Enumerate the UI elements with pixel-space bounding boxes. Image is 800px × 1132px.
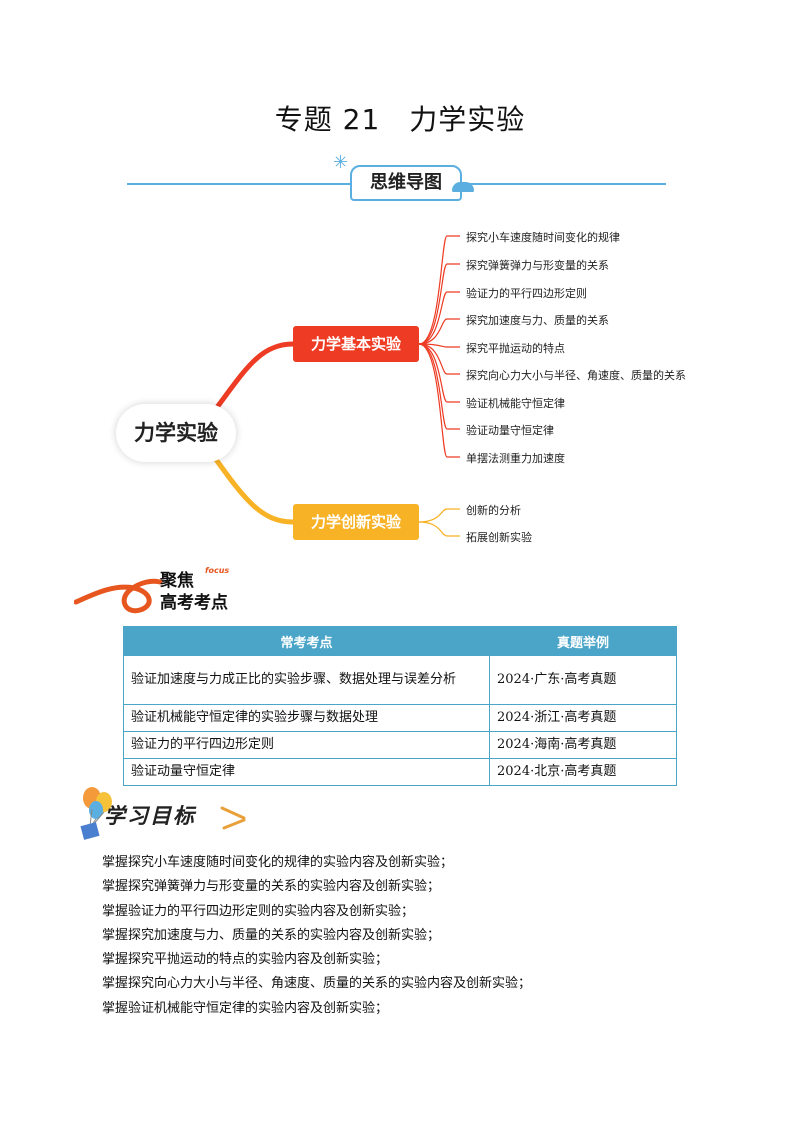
header-line-right (456, 183, 666, 185)
mindmap-root: 力学实验 (116, 404, 236, 462)
mindmap-connectors (212, 235, 460, 537)
mindmap-leaf: 验证力的平行四边形定则 (466, 287, 587, 300)
mindmap-leaf: 创新的分析 (466, 504, 521, 517)
focus-title-line2: 高考考点 (160, 593, 228, 613)
sparkle-icon: ✳ (333, 152, 349, 173)
table-row: 验证加速度与力成正比的实验步骤、数据处理与误差分析 2024·广东·高考真题 (123, 655, 677, 705)
leaf-connector (418, 343, 460, 430)
leaf-connector (418, 235, 460, 345)
list-item: 掌握探究小车速度随时间变化的规律的实验内容及创新实验； (102, 855, 454, 870)
root-to-yellow-connector (212, 455, 296, 525)
branch-innovative-experiments: 力学创新实验 (293, 504, 419, 540)
leaf-connector (418, 343, 460, 348)
list-item: 掌握探究弹簧弹力与形变量的关系的实验内容及创新实验； (102, 879, 441, 895)
balloons-icon (80, 787, 112, 840)
table-cell-topic: 验证动量守恒定律 (123, 758, 490, 786)
leaf-connector (418, 343, 460, 458)
focus-swirl-icon (74, 578, 163, 614)
mindmap-leaf: 探究加速度与力、质量的关系 (466, 314, 609, 327)
mindmap-leaf: 探究向心力大小与半径、角速度、质量的关系 (466, 369, 686, 382)
leaf-connector (418, 318, 460, 345)
list-item: 掌握探究加速度与力、质量的关系的实验内容及创新实验； (102, 927, 441, 943)
table-cell-topic: 验证加速度与力成正比的实验步骤、数据处理与误差分析 (123, 655, 490, 705)
mindmap-leaf: 验证动量守恒定律 (466, 424, 554, 437)
branch-basic-experiments: 力学基本实验 (293, 326, 419, 362)
table-row: 验证机械能守恒定律的实验步骤与数据处理 2024·浙江·高考真题 (123, 704, 677, 732)
exam-points-table: 常考考点 真题举例 验证加速度与力成正比的实验步骤、数据处理与误差分析 2024… (123, 626, 677, 786)
table-header-topic: 常考考点 (123, 626, 490, 656)
table-header-example: 真题举例 (489, 626, 677, 656)
root-to-red-connector (212, 341, 296, 413)
table-header-row: 常考考点 真题举例 (123, 626, 677, 656)
mindmap-leaf: 验证机械能守恒定律 (466, 397, 565, 410)
mindmap-header: 思维导图 (350, 165, 462, 201)
study-goals-list: 掌握探究小车速度随时间变化的规律的实验内容及创新实验； 掌握探究弹簧弹力与形变量… (102, 851, 531, 1021)
table-cell-example: 2024·北京·高考真题 (489, 758, 677, 786)
leaf-connector (418, 343, 460, 375)
table-cell-example: 2024·海南·高考真题 (489, 731, 677, 759)
table-cell-topic: 验证力的平行四边形定则 (123, 731, 490, 759)
table-cell-topic: 验证机械能守恒定律的实验步骤与数据处理 (123, 704, 490, 732)
table-cell-example: 2024·浙江·高考真题 (489, 704, 677, 732)
table-row: 验证力的平行四边形定则 2024·海南·高考真题 (123, 731, 677, 759)
focus-en-label: focus (205, 566, 230, 575)
list-item: 掌握探究向心力大小与半径、角速度、质量的关系的实验内容及创新实验； (102, 976, 532, 992)
leaf-connector (418, 521, 460, 537)
mindmap-leaf: 探究平抛运动的特点 (466, 342, 565, 355)
study-goals-title: 学习目标 (104, 804, 196, 828)
list-item: 掌握探究平抛运动的特点的实验内容及创新实验； (102, 952, 389, 968)
header-line-left (127, 183, 352, 185)
list-item: 掌握验证机械能守恒定律的实验内容及创新实验； (102, 1000, 389, 1016)
page-title: 专题 21 力学实验 (274, 103, 526, 136)
mindmap-leaf: 探究弹簧弹力与形变量的关系 (466, 259, 609, 272)
table-cell-example: 2024·广东·高考真题 (489, 655, 677, 705)
mindmap-leaf: 探究小车速度随时间变化的规律 (466, 231, 620, 244)
pencil-stroke-icon (220, 806, 246, 830)
list-item: 掌握验证力的平行四边形定则的实验内容及创新实验； (102, 903, 415, 919)
table-row: 验证动量守恒定律 2024·北京·高考真题 (123, 758, 677, 786)
focus-title-line1: 聚焦 (160, 571, 194, 591)
leaf-connector (418, 291, 460, 345)
leaf-connector (418, 508, 460, 523)
mindmap-leaf: 单摆法测重力加速度 (466, 452, 565, 465)
leaf-connector (418, 263, 460, 345)
mindmap-leaf: 拓展创新实验 (466, 531, 532, 544)
cloud-icon (452, 182, 474, 192)
